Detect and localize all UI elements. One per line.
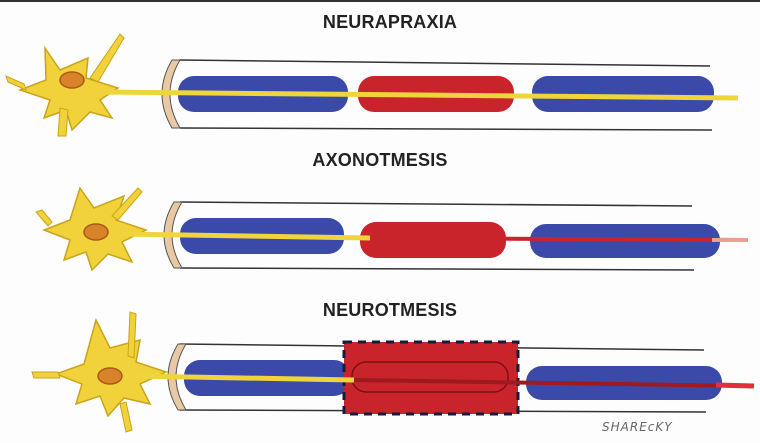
nucleus (60, 72, 84, 88)
sheath-top-line (180, 202, 692, 206)
severed-region (344, 342, 518, 414)
sheath-bottom-line (180, 268, 694, 270)
sheath-top-line (180, 60, 710, 66)
panel-neurotmesis (32, 312, 754, 432)
sheath-bottom-line (180, 128, 712, 130)
nucleus (98, 368, 122, 384)
panel-axonotmesis (36, 188, 748, 270)
axon-degenerated (370, 238, 744, 240)
axon-degenerated-tip (716, 385, 754, 386)
artist-signature: SHAREcKY (602, 420, 673, 434)
nucleus (84, 224, 108, 240)
panel-neurapraxia (6, 34, 738, 136)
